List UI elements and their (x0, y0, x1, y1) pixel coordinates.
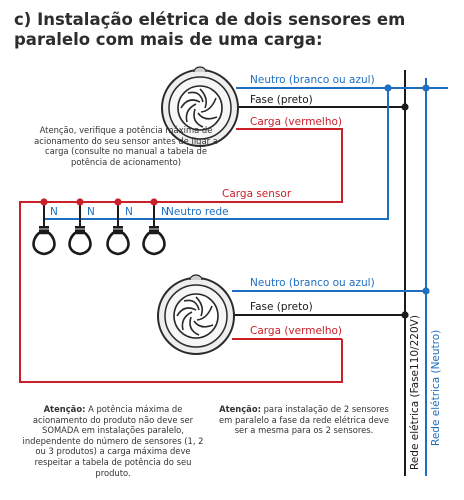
bottom-middle-note-text: para instalação de 2 sensores em paralel… (219, 404, 389, 436)
lamp-3-bulb-icon (106, 224, 130, 256)
bottom-left-note-text: A potência máxima de acionamento do prod… (22, 404, 204, 478)
lamp-4-label: N (161, 206, 169, 218)
top-load-label: Carga (vermelho) (250, 116, 342, 128)
network-phase-label: Rede elétrica (Fase110/220V) (409, 315, 421, 470)
lamp-drops (43, 202, 155, 228)
top-phase-label: Fase (preto) (250, 94, 313, 106)
top-warning-note: Atenção, verifique a potência máxima de … (34, 125, 218, 167)
bottom-middle-note-heading: Atenção: (219, 404, 261, 414)
top-load-wire (19, 128, 343, 383)
bottom-load-label: Carga (vermelho) (250, 325, 342, 337)
bottom-middle-warning-note: Atenção: para instalação de 2 sensores e… (214, 404, 394, 436)
network-neutral-label: Rede elétrica (Neutro) (430, 330, 442, 446)
bottom-neutral-label: Neutro (branco ou azul) (250, 277, 375, 289)
diagram-title: c) Instalação elétrica de dois sensores … (14, 10, 406, 49)
load-bus-label: Carga sensor (222, 188, 292, 200)
lamp-bulbs (32, 224, 166, 256)
lamp-3-label: N (125, 206, 133, 218)
junction-dots (40, 84, 430, 319)
bottom-left-warning-note: Atenção: A potência máxima de acionament… (20, 404, 206, 478)
bottom-left-note-heading: Atenção: (43, 404, 86, 414)
lamp-2-label: N (87, 206, 95, 218)
top-neutral-label: Neutro (branco ou azul) (250, 74, 375, 86)
lamp-2-bulb-icon (68, 224, 92, 256)
lamp-1-bulb-icon (32, 224, 56, 256)
lamp-1-label: N (50, 206, 58, 218)
bottom-sensor-icon (157, 274, 235, 355)
lamp-4-bulb-icon (142, 224, 166, 256)
neutral-bus-label: Neutro rede (166, 206, 229, 218)
bottom-phase-label: Fase (preto) (250, 301, 313, 313)
